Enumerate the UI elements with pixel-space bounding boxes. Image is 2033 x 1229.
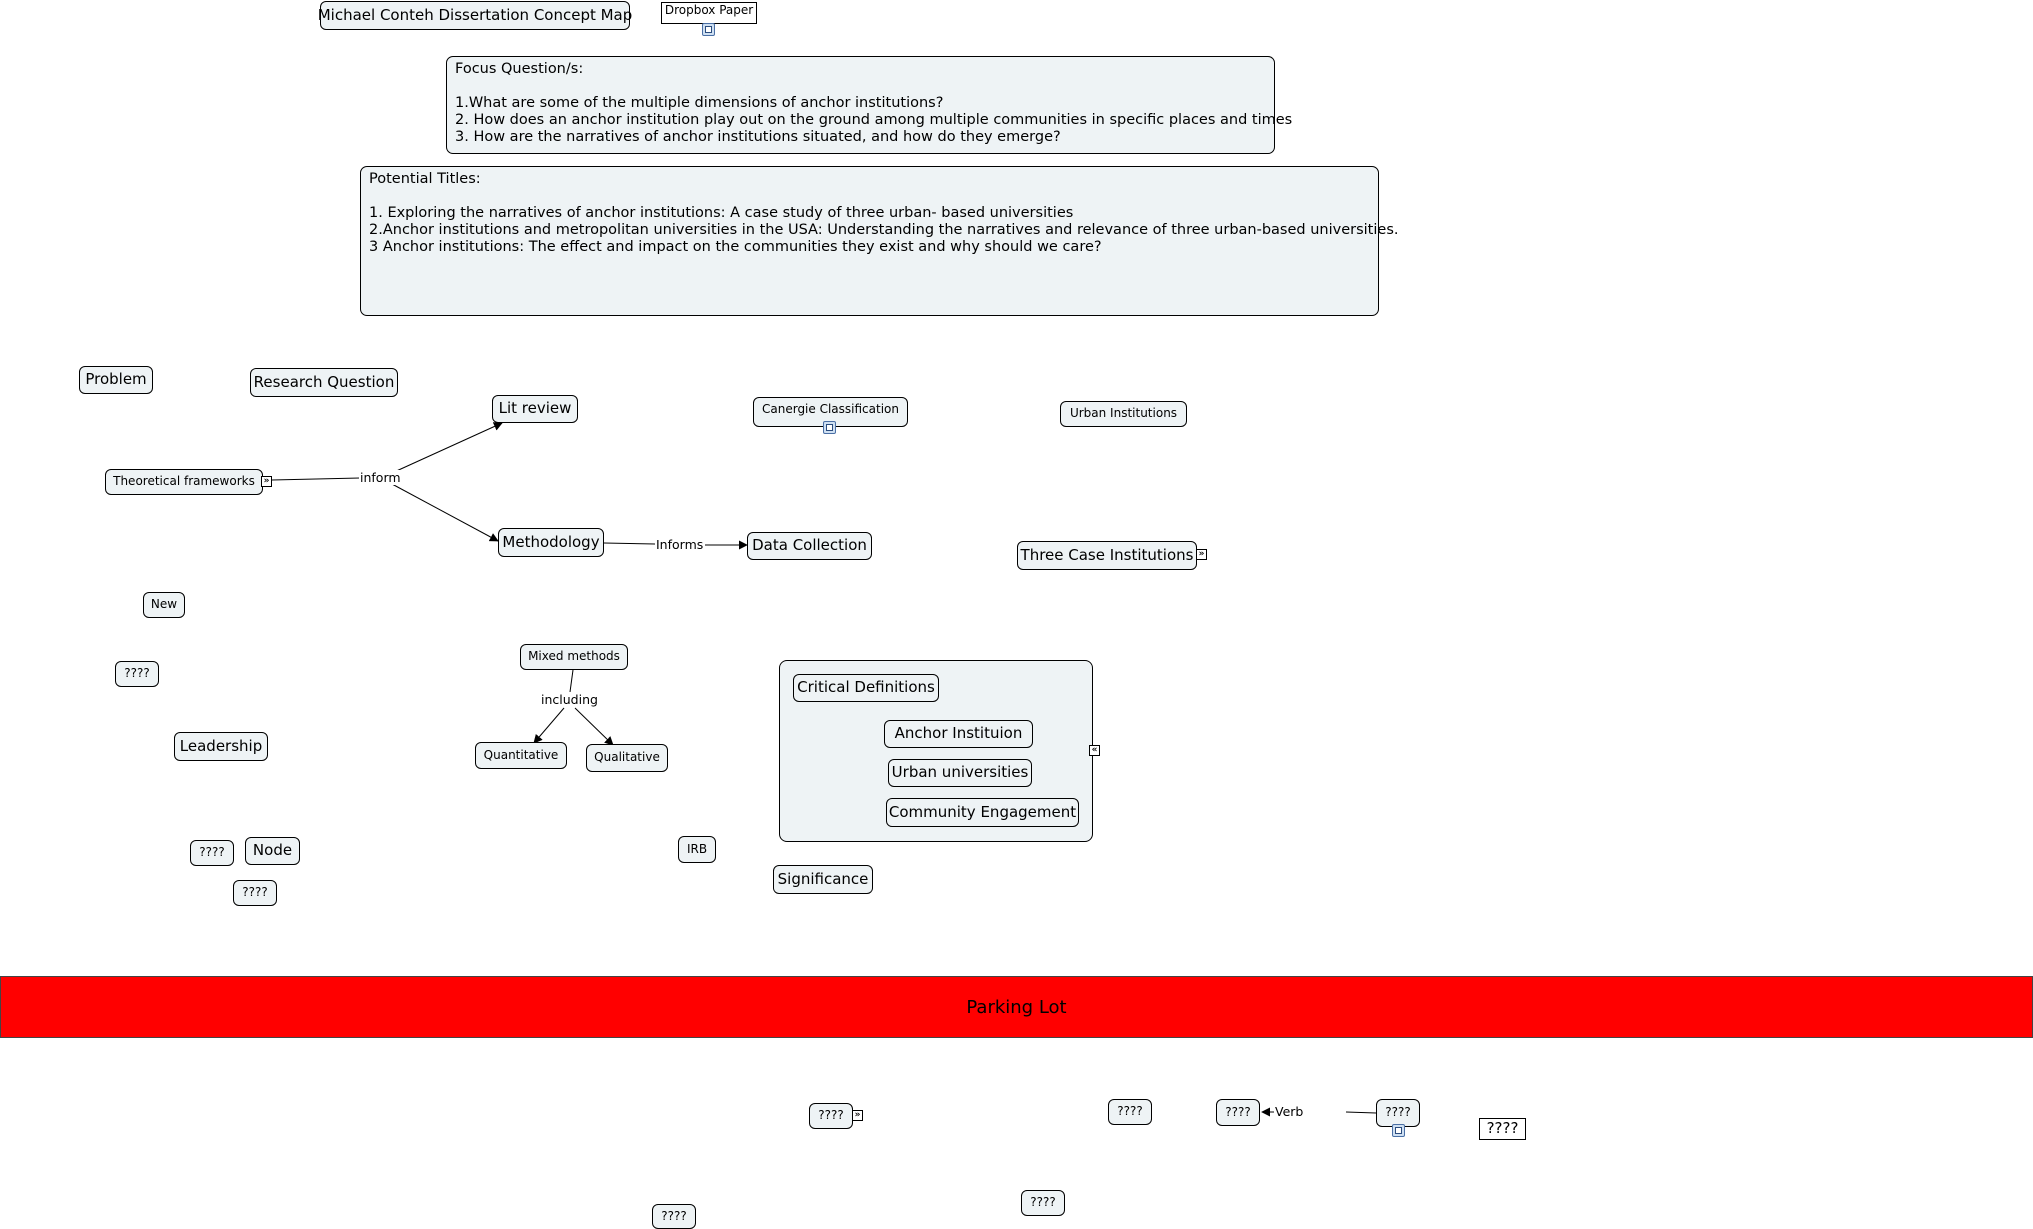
focus-question-box[interactable]: Focus Question/s: 1.What are some of the… — [446, 56, 1292, 154]
link-frameworks-inform — [271, 477, 361, 481]
urban-institutions-node[interactable]: Urban Institutions — [1060, 401, 1187, 427]
three-case-institutions-node[interactable]: Three Case Institutions — [1017, 541, 1197, 570]
carnegie-resource-icon[interactable] — [823, 421, 836, 434]
map-title[interactable]: Michael Conteh Dissertation Concept Map — [318, 1, 632, 30]
urban-universities-node[interactable]: Urban universities — [888, 759, 1032, 787]
potential-titles-box[interactable]: Potential Titles: 1. Exploring the narra… — [360, 166, 1398, 316]
data-collection-node[interactable]: Data Collection — [747, 532, 872, 560]
focus-question-2: 2. How does an anchor institution play o… — [455, 112, 1293, 128]
parking-lot-banner[interactable]: Parking Lot — [0, 976, 2033, 1038]
title-option-2: 2.Anchor institutions and metropolitan u… — [369, 222, 1399, 238]
link-lot6-verb — [1345, 1111, 1377, 1114]
theoretical-frameworks-expand-icon[interactable]: » — [261, 476, 272, 487]
node-node[interactable]: Node — [245, 837, 300, 865]
parking-lot-node-6-resource-icon[interactable] — [1392, 1124, 1405, 1137]
parking-lot-node-1[interactable]: ???? — [809, 1103, 853, 1129]
community-engagement-node[interactable]: Community Engagement — [886, 798, 1079, 827]
focus-heading: Focus Question/s: — [455, 61, 584, 77]
parking-lot-node-1-expand-icon[interactable]: » — [852, 1110, 863, 1121]
quantitative-node[interactable]: Quantitative — [475, 742, 567, 769]
parking-lot-node-4[interactable]: ???? — [1108, 1099, 1152, 1125]
focus-question-1: 1.What are some of the multiple dimensio… — [455, 95, 944, 111]
link-including-qualitative — [574, 707, 614, 746]
parking-lot-node-7[interactable]: ???? — [1479, 1118, 1526, 1140]
parking-lot-node-6[interactable]: ???? — [1376, 1099, 1420, 1127]
title-option-3: 3 Anchor institutions: The effect and im… — [369, 239, 1102, 255]
parking-lot-node-5[interactable]: ???? — [1216, 1099, 1260, 1126]
link-including-quantitative — [533, 707, 565, 744]
unknown-node-2[interactable]: ???? — [190, 840, 234, 866]
link-mixed-including — [569, 669, 574, 693]
link-inform-litreview — [391, 422, 503, 474]
title-option-1: 1. Exploring the narratives of anchor in… — [369, 205, 1074, 221]
parking-lot-node-3[interactable]: ???? — [1021, 1190, 1065, 1216]
link-inform-methodology — [391, 483, 499, 542]
unknown-node-3[interactable]: ???? — [233, 880, 277, 906]
leadership-node[interactable]: Leadership — [174, 732, 268, 761]
dropbox-paper-resource-icon[interactable] — [702, 23, 715, 36]
critical-definitions-collapse-icon[interactable]: « — [1089, 745, 1100, 756]
unknown-node-1[interactable]: ???? — [115, 661, 159, 687]
link-label-verb: Verb — [1274, 1104, 1305, 1119]
focus-question-3: 3. How are the narratives of anchor inst… — [455, 129, 1061, 145]
dropbox-paper-node[interactable]: Dropbox Paper — [661, 2, 757, 24]
link-label-informs: Informs — [655, 537, 705, 552]
parking-lot-node-2[interactable]: ???? — [652, 1204, 696, 1229]
critical-definitions-node[interactable]: Critical Definitions — [793, 674, 939, 702]
mixed-methods-node[interactable]: Mixed methods — [520, 644, 628, 670]
irb-node[interactable]: IRB — [678, 836, 716, 863]
titles-heading: Potential Titles: — [369, 171, 481, 187]
anchor-institution-node[interactable]: Anchor Instituion — [884, 720, 1033, 748]
three-case-expand-icon[interactable]: » — [1196, 549, 1207, 560]
lit-review-node[interactable]: Lit review — [492, 395, 578, 423]
theoretical-frameworks-node[interactable]: Theoretical frameworks — [105, 469, 263, 495]
link-label-inform: inform — [359, 470, 402, 485]
qualitative-node[interactable]: Qualitative — [586, 744, 668, 772]
new-node[interactable]: New — [143, 592, 185, 618]
significance-node[interactable]: Significance — [773, 865, 873, 894]
research-question-node[interactable]: Research Question — [250, 368, 398, 397]
methodology-node[interactable]: Methodology — [498, 528, 604, 557]
link-label-including: including — [540, 692, 599, 707]
link-methodology-informs — [603, 542, 656, 545]
problem-node[interactable]: Problem — [79, 366, 153, 394]
